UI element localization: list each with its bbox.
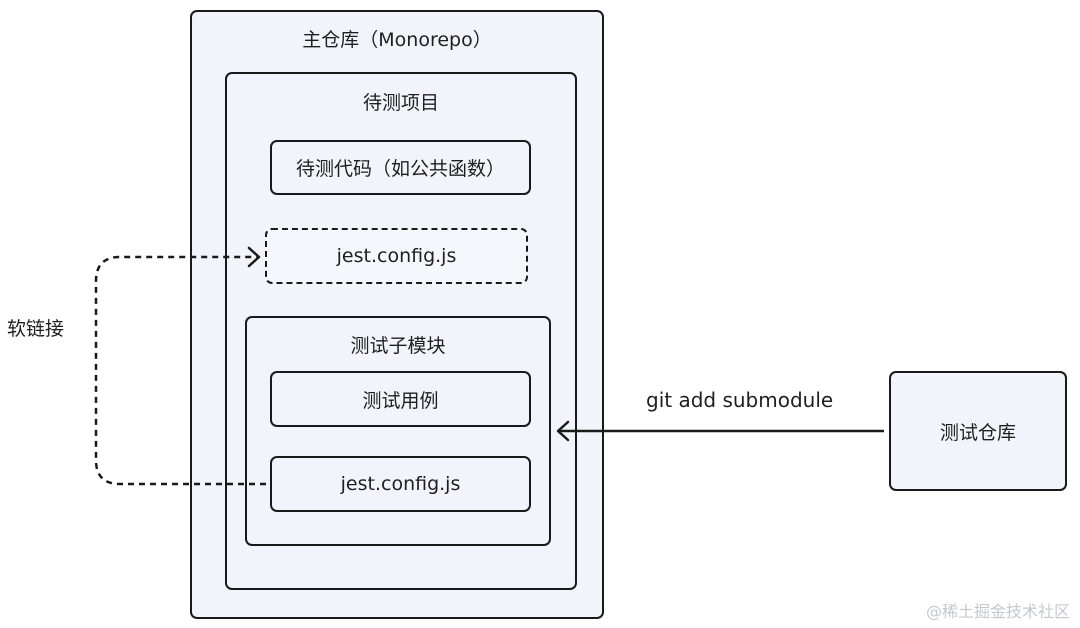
test-cases-box: 测试用例: [270, 371, 531, 427]
main-repo-title: 主仓库（Monorepo）: [302, 29, 492, 51]
test-cases-label: 测试用例: [362, 389, 439, 412]
symlink-config-box: jest.config.js: [265, 228, 528, 284]
submodule-config-box: jest.config.js: [270, 456, 531, 512]
submodule-title: 测试子模块: [350, 335, 446, 357]
symlink-edge-label: 软链接: [7, 318, 65, 340]
test-repo-box: 测试仓库: [889, 371, 1067, 491]
submodule-arrowhead: [556, 420, 570, 442]
code-box: 待测代码（如公共函数）: [270, 140, 531, 195]
watermark: @稀土掘金技术社区: [925, 602, 1070, 621]
code-box-label: 待测代码（如公共函数）: [295, 158, 505, 180]
symlink-arrowhead: [247, 246, 261, 268]
test-repo-label: 测试仓库: [939, 421, 1016, 444]
submodule-edge-label: git add submodule: [646, 388, 834, 412]
symlink-edge: [94, 255, 266, 486]
symlink-config-label: jest.config.js: [336, 245, 457, 267]
project-title: 待测项目: [362, 92, 439, 114]
submodule-config-label: jest.config.js: [340, 473, 461, 495]
